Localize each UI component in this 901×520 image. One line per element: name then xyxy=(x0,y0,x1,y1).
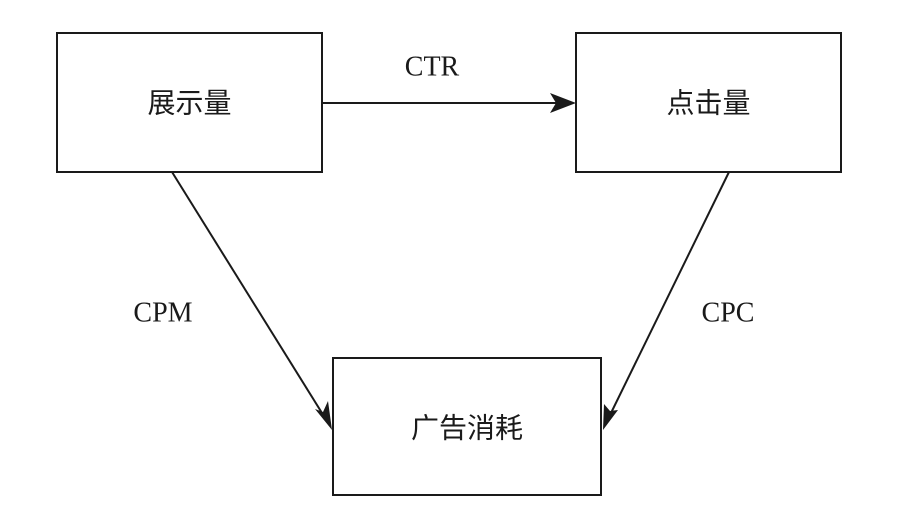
node-ad-spend-label: 广告消耗 xyxy=(411,412,523,445)
edge-cpc-label: CPC xyxy=(702,298,755,329)
node-impressions-label: 展示量 xyxy=(147,87,231,120)
edge-cpm xyxy=(171,171,332,430)
node-ad-spend: 广告消耗 xyxy=(332,357,602,496)
node-clicks: 点击量 xyxy=(575,32,842,173)
node-ad-spend-box xyxy=(332,357,602,496)
edge-cpc-arrowhead xyxy=(603,404,618,430)
edge-ctr-arrowhead xyxy=(550,93,576,113)
edge-cpm-line xyxy=(171,171,323,414)
edge-ctr xyxy=(322,93,576,113)
edge-cpm-label: CPM xyxy=(133,298,192,329)
edge-cpc xyxy=(603,171,730,430)
node-clicks-box xyxy=(575,32,842,173)
node-clicks-label: 点击量 xyxy=(666,87,750,120)
node-impressions: 展示量 xyxy=(56,32,323,173)
edge-ctr-label: CTR xyxy=(405,52,460,83)
node-impressions-box xyxy=(56,32,323,173)
edge-cpc-line xyxy=(610,171,730,414)
edge-cpm-arrowhead xyxy=(315,401,332,430)
